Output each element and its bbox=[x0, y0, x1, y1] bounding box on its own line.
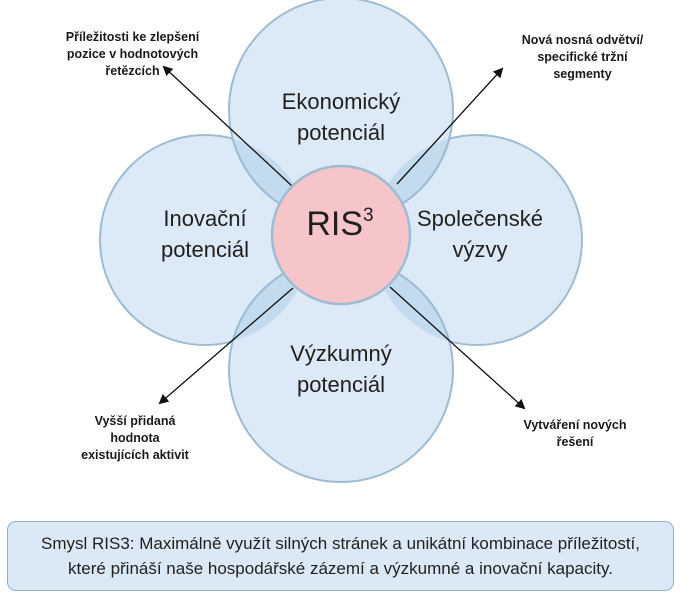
ris3-center-circle bbox=[270, 164, 412, 306]
label-ekonomicky-potencial: Ekonomický potenciál bbox=[281, 89, 401, 145]
annotation-bottom-left: Vyšší přidaná hodnota existujících aktiv… bbox=[81, 414, 189, 462]
annotation-top-left: Příležitosti ke zlepšení pozice v hodnot… bbox=[65, 30, 200, 78]
label-vyzkumny-potencial: Výzkumný potenciál bbox=[290, 341, 392, 397]
annotation-bottom-right: Vytváření nových řešení bbox=[523, 418, 627, 449]
ris3-diagram bbox=[99, 0, 583, 483]
arrow-bottom-right bbox=[389, 286, 526, 410]
summary-text: Smysl RIS3: Maximálně využít silných str… bbox=[40, 534, 640, 578]
label-inovacni-potencial: Inovační potenciál bbox=[160, 206, 250, 262]
summary-box: Smysl RIS3: Maximálně využít silných str… bbox=[7, 521, 674, 591]
arrow-top-right bbox=[396, 67, 504, 185]
arrow-top-left bbox=[162, 65, 293, 187]
center-label: RIS3 bbox=[275, 205, 405, 244]
center-text: RIS bbox=[306, 205, 364, 243]
center-superscript: 3 bbox=[363, 205, 374, 226]
annotation-top-right: Nová nosná odvětví/ specifické tržní seg… bbox=[521, 33, 644, 81]
label-spolecenske-vyzvy: Společenské výzvy bbox=[417, 206, 543, 262]
arrow-bottom-left bbox=[158, 287, 294, 405]
